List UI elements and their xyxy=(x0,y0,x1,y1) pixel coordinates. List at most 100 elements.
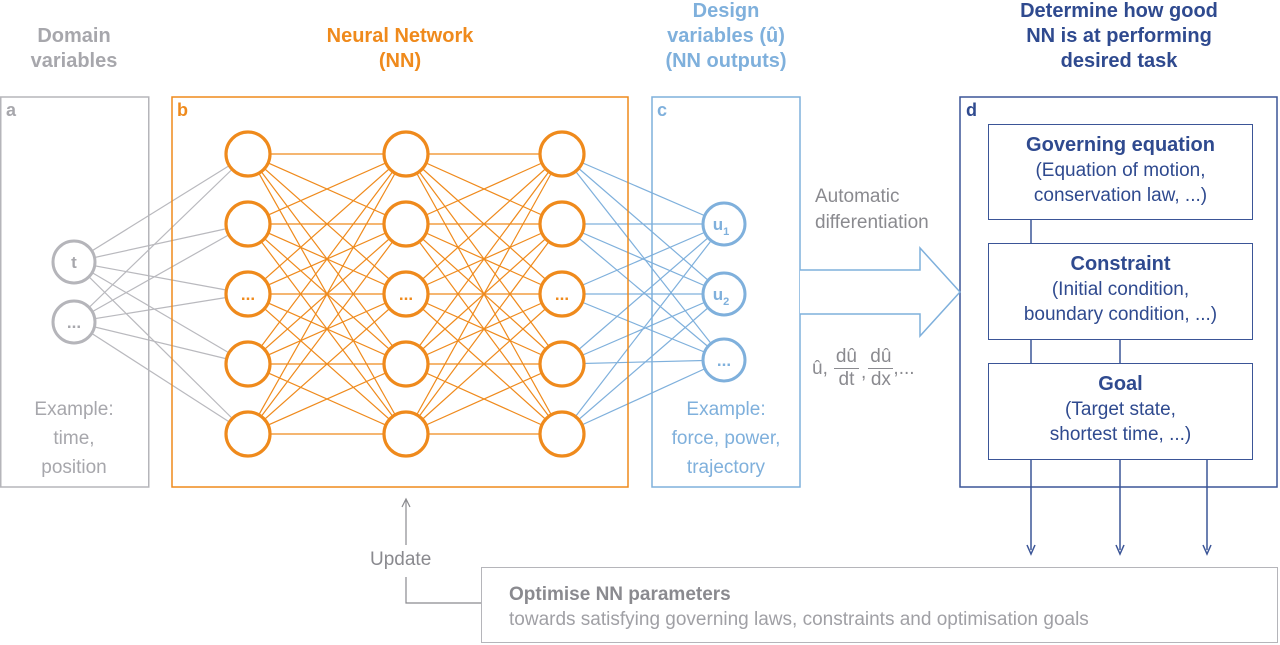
update-label: Update xyxy=(370,549,432,570)
optimise-text: towards satisfying governing laws, const… xyxy=(509,609,1089,630)
hidden-node xyxy=(382,410,430,458)
edge-hidden-hidden xyxy=(405,153,563,295)
example-line: Example: xyxy=(34,399,114,420)
panel-letter-d: d xyxy=(966,100,977,120)
example-line: Example: xyxy=(686,399,766,420)
arrow-down-icon xyxy=(1115,544,1125,556)
fraction-denominator: dx xyxy=(870,369,891,390)
derivative-formula: û, dû dt , dû dx ,... xyxy=(812,346,915,391)
goal-block: Goal (Target state, shortest time, ...) xyxy=(988,363,1253,460)
edge-hidden-hidden xyxy=(405,363,563,435)
edge-domain-hidden xyxy=(73,261,249,295)
hidden-node xyxy=(538,340,586,388)
panel-letter-a: a xyxy=(6,100,17,120)
hidden-node xyxy=(224,270,272,318)
design-example: Example: force, power, trajectory xyxy=(652,395,800,482)
hidden-node xyxy=(538,270,586,318)
domain-node xyxy=(51,299,97,345)
edge-hidden-hidden xyxy=(247,153,407,295)
edge-hidden-output xyxy=(561,293,725,361)
hidden-node xyxy=(224,200,272,248)
block-line: shortest time, ...) xyxy=(1049,424,1192,445)
block-line: boundary condition, ...) xyxy=(1023,304,1218,325)
fraction-denominator: dt xyxy=(838,369,855,390)
edge-domain-hidden xyxy=(73,261,249,435)
block-line: (Equation of motion, xyxy=(1035,160,1206,181)
constraint-block: Constraint (Initial condition, boundary … xyxy=(988,243,1253,340)
edge-hidden-hidden xyxy=(405,153,563,435)
panel-a-frame xyxy=(0,96,150,488)
edge-domain-hidden xyxy=(73,293,249,323)
header-design-variables: Design variables (û) (NN outputs) xyxy=(640,0,812,74)
hidden-node xyxy=(538,130,586,178)
hidden-node xyxy=(538,200,586,248)
block-line: (Target state, xyxy=(1065,399,1176,420)
hidden-node-label: ... xyxy=(399,285,413,304)
update-connector xyxy=(405,577,481,604)
domain-node xyxy=(51,239,97,285)
edge-domain-hidden xyxy=(73,153,249,323)
formula-u-hat: û, xyxy=(812,357,828,379)
edge-domain-hidden xyxy=(73,223,249,323)
header-line: variables (û) xyxy=(667,25,785,47)
edge-hidden-output xyxy=(561,223,725,295)
edge-hidden-hidden xyxy=(247,153,407,435)
hidden-node-label: ... xyxy=(241,285,255,304)
domain-example: Example: time, position xyxy=(0,395,148,482)
hidden-node xyxy=(382,130,430,178)
governing-equation-block: Governing equation (Equation of motion, … xyxy=(988,124,1253,220)
header-line: NN is at performing xyxy=(1026,25,1212,47)
edge-hidden-output xyxy=(561,153,725,361)
header-line: desired task xyxy=(1060,50,1178,72)
edge-hidden-output xyxy=(561,223,725,435)
output-node xyxy=(701,337,747,383)
header-evaluation: Determine how good NN is at performing d… xyxy=(960,0,1278,74)
formula-fraction-dx: dû dx xyxy=(868,346,894,391)
fraction-numerator: dû xyxy=(868,346,894,369)
fraction-numerator: dû xyxy=(833,346,859,369)
arrow-down-icon xyxy=(1026,544,1036,556)
output-node xyxy=(701,271,747,317)
header-line: (NN) xyxy=(378,50,422,72)
edge-domain-hidden xyxy=(73,223,249,263)
edge-hidden-output xyxy=(561,359,725,435)
edge-hidden-output xyxy=(561,223,725,365)
block-line: conservation law, ...) xyxy=(1033,185,1208,206)
optimise-title: Optimise NN parameters xyxy=(509,584,731,605)
domain-node-label: ... xyxy=(67,313,81,332)
output-node xyxy=(701,201,747,247)
block-title: Goal xyxy=(1098,373,1143,395)
edge-hidden-hidden xyxy=(247,363,407,435)
panel-letter-c: c xyxy=(657,100,668,120)
arrow-up-icon xyxy=(401,497,411,508)
header-line: variables xyxy=(30,50,118,72)
hidden-node xyxy=(224,410,272,458)
hidden-node xyxy=(382,200,430,248)
edge-domain-hidden xyxy=(73,321,249,435)
header-line: Determine how good xyxy=(1020,0,1218,22)
edge-hidden-hidden xyxy=(405,293,563,435)
example-line: trajectory xyxy=(686,457,766,478)
connectors xyxy=(401,220,1212,604)
block-title: Governing equation xyxy=(1026,134,1215,156)
output-node-label: ... xyxy=(717,351,731,370)
autodiff-line: differentiation xyxy=(815,212,929,233)
block-line: (Initial condition, xyxy=(1051,279,1190,300)
edge-hidden-hidden xyxy=(247,153,407,365)
header-line: Domain xyxy=(37,25,111,47)
edge-hidden-hidden xyxy=(405,223,563,435)
network-edges xyxy=(73,153,725,435)
example-line: force, power, xyxy=(671,428,781,449)
edge-hidden-output xyxy=(561,359,725,365)
hidden-node xyxy=(382,340,430,388)
hidden-node xyxy=(382,270,430,318)
edge-hidden-hidden xyxy=(405,153,563,365)
header-domain-variables: Domain variables xyxy=(0,24,148,74)
optimise-box: Optimise NN parameters towards satisfyin… xyxy=(481,567,1278,643)
arrow-down-icon xyxy=(1202,544,1212,556)
edge-domain-hidden xyxy=(73,261,249,365)
edge-domain-hidden xyxy=(73,321,249,365)
formula-comma: , xyxy=(861,361,867,383)
network-nodes: t............u1u2... xyxy=(51,130,747,458)
